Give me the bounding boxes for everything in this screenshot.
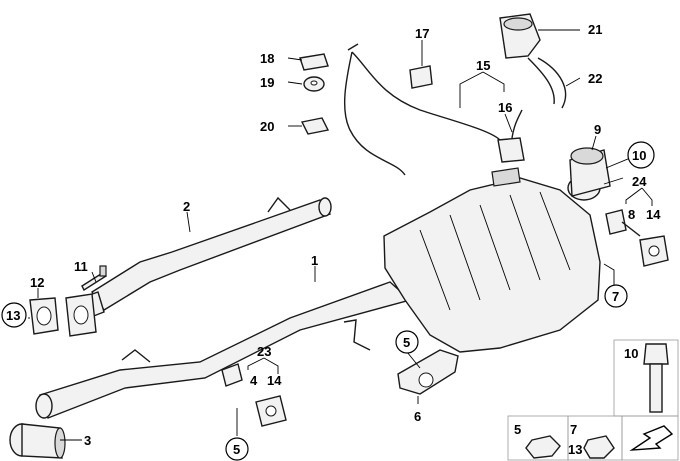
label-3: 3 bbox=[84, 433, 91, 448]
vacuum-line bbox=[343, 43, 501, 176]
label-7-circled: 7 bbox=[612, 289, 619, 304]
hanger-pin bbox=[343, 319, 371, 351]
label-20: 20 bbox=[260, 119, 274, 134]
label-18: 18 bbox=[260, 51, 274, 66]
exhaust-valve bbox=[497, 109, 525, 163]
circled-label-5-left bbox=[225, 437, 249, 461]
label-14-left: 14 bbox=[267, 373, 282, 388]
label-16: 16 bbox=[498, 100, 512, 115]
rear-pipe bbox=[35, 281, 412, 419]
grommet bbox=[303, 76, 325, 92]
label-10-legend: 10 bbox=[624, 346, 638, 361]
label-14-right: 14 bbox=[646, 207, 661, 222]
flange bbox=[65, 293, 97, 337]
circled-label-10 bbox=[627, 141, 655, 169]
bracket-small bbox=[299, 53, 329, 71]
bolt bbox=[81, 265, 107, 292]
label-2: 2 bbox=[183, 199, 190, 214]
legend-nuts bbox=[507, 415, 679, 461]
label-5-legend: 5 bbox=[514, 422, 521, 437]
hanger-bracket-lower bbox=[221, 363, 287, 427]
rubber-mount bbox=[567, 147, 611, 201]
label-5-mid: 5 bbox=[403, 335, 410, 350]
label-7-legend: 7 bbox=[570, 422, 577, 437]
circled-label-7 bbox=[604, 284, 628, 308]
label-15: 15 bbox=[476, 58, 490, 73]
front-pipe bbox=[69, 196, 332, 323]
label-21: 21 bbox=[588, 22, 602, 37]
rear-muffler bbox=[383, 167, 601, 353]
label-6: 6 bbox=[414, 409, 421, 424]
circled-label-13-left bbox=[1, 302, 27, 328]
label-12: 12 bbox=[30, 275, 44, 290]
label-10-circled: 10 bbox=[632, 148, 646, 163]
label-11: 11 bbox=[74, 259, 88, 274]
label-4-left: 4 bbox=[250, 373, 258, 388]
label-13-legend: 13 bbox=[568, 442, 582, 457]
label-8: 8 bbox=[628, 207, 635, 222]
circled-label-5-mid bbox=[395, 330, 419, 354]
clamp bbox=[9, 423, 66, 459]
hanger-bracket-upper bbox=[605, 209, 669, 267]
label-1: 1 bbox=[311, 253, 318, 268]
vacuum-unit bbox=[499, 13, 541, 59]
legend-bolt bbox=[613, 339, 679, 417]
arrow-down-left-icon bbox=[629, 425, 674, 451]
label-5-left: 5 bbox=[233, 442, 240, 457]
label-17: 17 bbox=[415, 26, 429, 41]
label-22: 22 bbox=[588, 71, 602, 86]
clip bbox=[409, 65, 433, 89]
leader-lines bbox=[28, 29, 653, 441]
label-9: 9 bbox=[594, 122, 601, 137]
label-23: 23 bbox=[257, 344, 271, 359]
gasket bbox=[29, 297, 59, 335]
vacuum-hose bbox=[527, 57, 567, 109]
muffler-bracket bbox=[397, 349, 459, 395]
label-13-left: 13 bbox=[6, 308, 20, 323]
label-19: 19 bbox=[260, 75, 274, 90]
nut-bracket bbox=[300, 117, 330, 135]
label-24: 24 bbox=[632, 174, 647, 189]
